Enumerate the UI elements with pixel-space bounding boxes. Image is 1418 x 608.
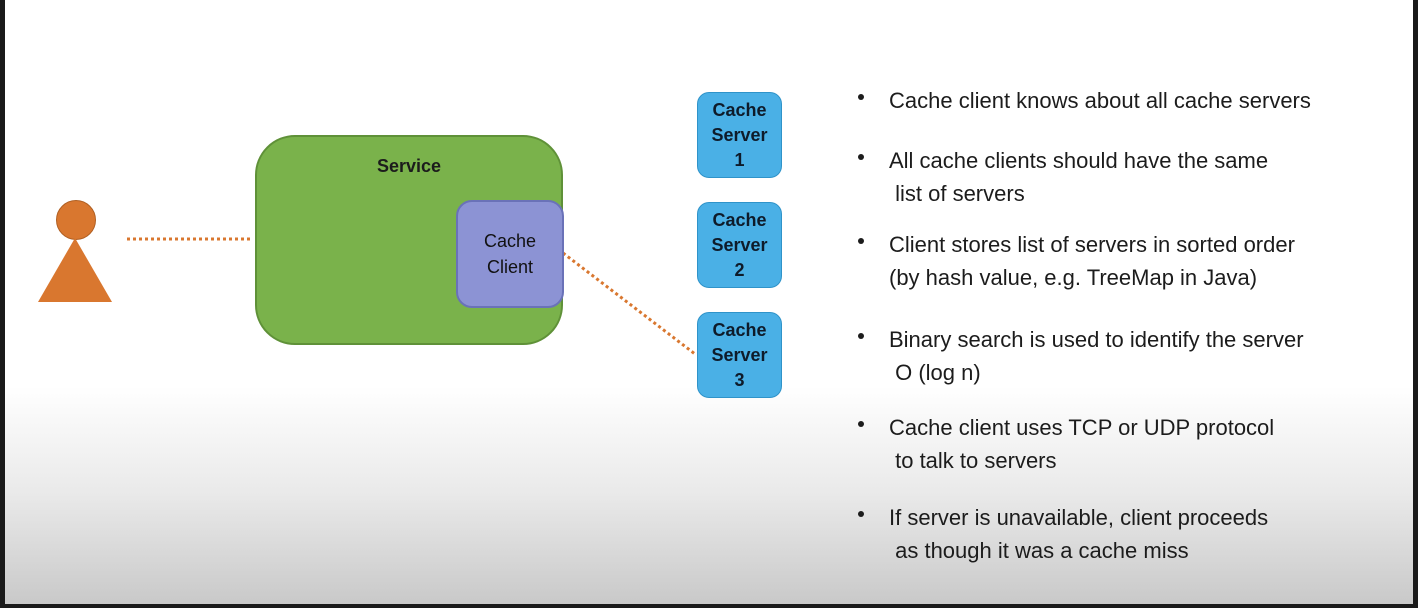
bullet-dot — [858, 94, 864, 100]
bullet-text: Cache client uses TCP or UDP protocol to… — [889, 415, 1275, 473]
service-label: Service — [376, 156, 442, 176]
cache-server-1: Cache Server 1 — [697, 92, 782, 178]
bullet-text: Binary search is used to identify the se… — [889, 327, 1304, 385]
user-head-icon — [56, 200, 96, 240]
bullet-text: All cache clients should have the same l… — [889, 148, 1269, 206]
bullet-dot — [858, 511, 864, 517]
cache-client-box: Cache Client — [456, 200, 564, 308]
cache-server-3: Cache Server 3 — [697, 312, 782, 398]
bullet-dot — [858, 238, 864, 244]
bullet-text: Client stores list of servers in sorted … — [889, 232, 1295, 290]
cache-server-1-label: Cache Server 1 — [711, 99, 768, 170]
cache-server-2: Cache Server 2 — [697, 202, 782, 288]
cache-server-3-label: Cache Server 3 — [711, 319, 768, 390]
user-body-icon — [38, 238, 112, 302]
slide: Service Cache Client Cache Server 1 Cach… — [5, 0, 1413, 604]
bullet-dot — [858, 421, 864, 427]
bullet-dot — [858, 154, 864, 160]
cache-client-label: Cache Client — [483, 231, 537, 277]
bullet-text: If server is unavailable, client proceed… — [889, 505, 1269, 563]
bullet-dot — [858, 333, 864, 339]
client-server-connector — [562, 251, 696, 356]
bullet-text: Cache client knows about all cache serve… — [889, 88, 1311, 113]
connector-lines — [127, 237, 696, 356]
cache-server-2-label: Cache Server 2 — [711, 209, 768, 280]
